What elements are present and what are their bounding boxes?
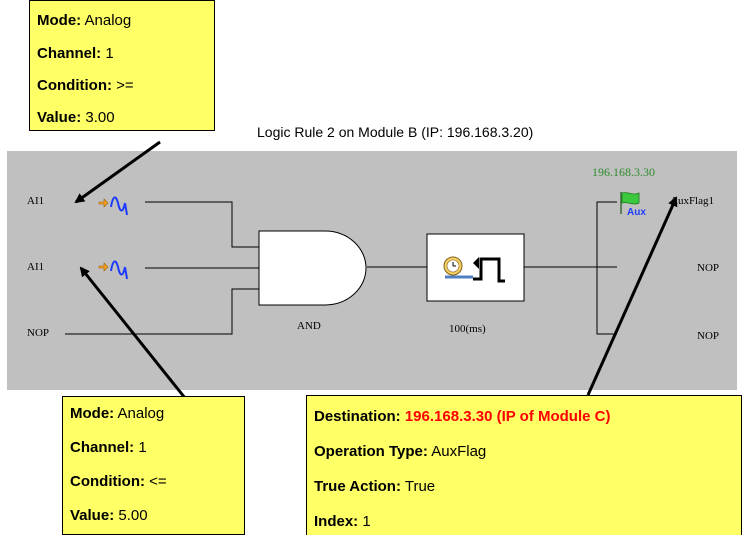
page-title: Logic Rule 2 on Module B (IP: 196.168.3.… xyxy=(257,124,534,140)
condition-value: >= xyxy=(116,77,134,94)
index-value: 1 xyxy=(362,513,371,530)
output-label-1: AuxFlag1 xyxy=(670,195,714,207)
channel-value: 1 xyxy=(105,45,114,62)
aux-flag-icon: Aux xyxy=(620,192,646,218)
condition-value: <= xyxy=(149,473,167,490)
gate-label: AND xyxy=(297,320,321,332)
output-label-3: NOP xyxy=(697,330,720,342)
channel-label: Channel: xyxy=(37,45,102,62)
mode-label: Mode: xyxy=(70,405,115,422)
condition-label: Condition: xyxy=(37,77,112,94)
value-label: Value: xyxy=(70,507,115,524)
operation-type-label: Operation Type: xyxy=(314,443,428,460)
callout-bottom-left: Mode: Analog Channel: 1 Condition: <= Va… xyxy=(62,396,245,535)
value-value: 3.00 xyxy=(85,109,115,126)
analog-signal-icon xyxy=(98,260,128,280)
channel-label: Channel: xyxy=(70,439,135,456)
true-action-value: True xyxy=(404,478,436,495)
index-label: Index: xyxy=(314,513,359,530)
operation-type-value: AuxFlag xyxy=(431,443,487,460)
callout-top: Mode: Analog Channel: 1 Condition: >= Va… xyxy=(29,0,215,131)
mode-label: Mode: xyxy=(37,12,82,29)
input-label-1: AI1 xyxy=(27,195,45,207)
output-label-2: NOP xyxy=(697,262,720,274)
true-action-label: True Action: xyxy=(314,478,401,495)
destination-ip: 196.168.3.30 xyxy=(592,165,655,179)
input-label-2: AI1 xyxy=(27,261,45,273)
channel-value: 1 xyxy=(138,439,147,456)
destination-value: 196.168.3.30 (IP of Module C) xyxy=(404,408,611,425)
analog-signal-icon xyxy=(98,196,128,216)
input-label-3: NOP xyxy=(27,327,50,339)
destination-label: Destination: xyxy=(314,408,401,425)
timer-label: 100(ms) xyxy=(449,323,486,335)
aux-icon-text: Aux xyxy=(627,207,646,218)
condition-label: Condition: xyxy=(70,473,145,490)
value-label: Value: xyxy=(37,109,82,126)
mode-value: Analog xyxy=(84,12,132,29)
logic-diagram-panel: AI1 AI1 NOP AND 100(ms) 196.168.3.30 Aux… xyxy=(7,151,737,390)
timer-delay-icon xyxy=(443,256,505,283)
value-value: 5.00 xyxy=(118,507,148,524)
mode-value: Analog xyxy=(117,405,165,422)
callout-bottom-right: Destination: 196.168.3.30 (IP of Module … xyxy=(306,395,742,535)
